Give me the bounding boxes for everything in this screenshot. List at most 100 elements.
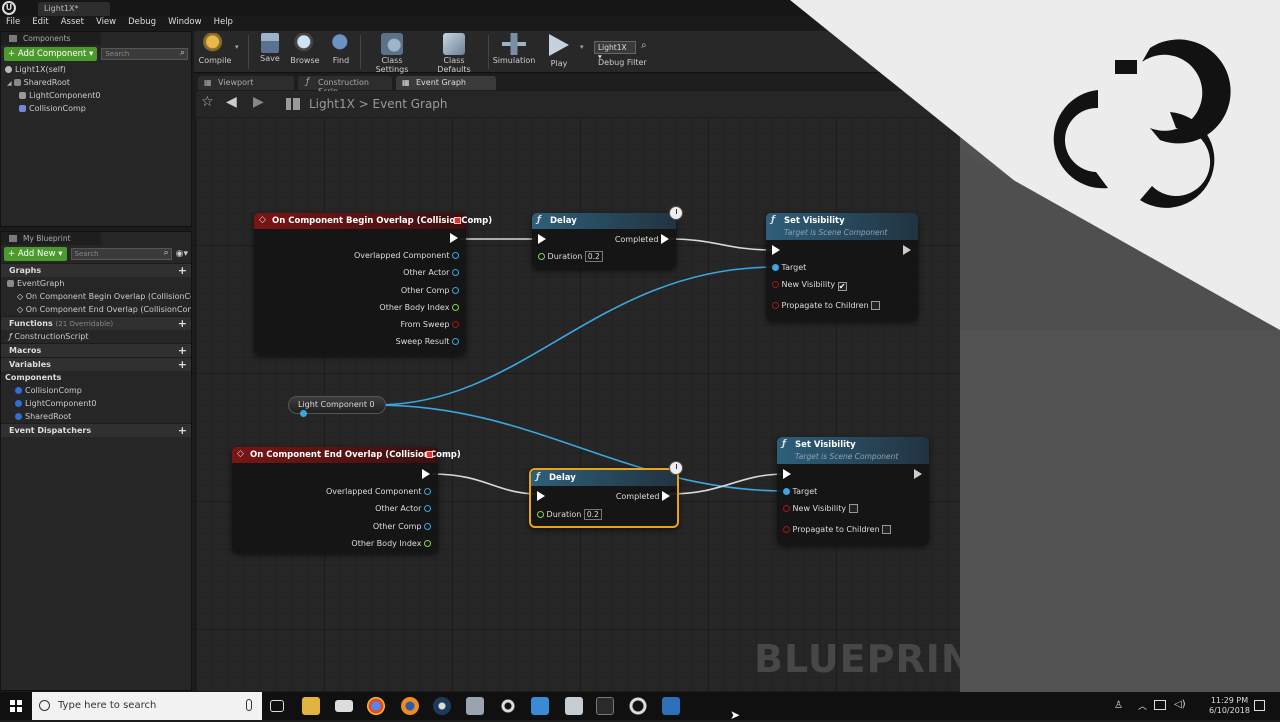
graph-event-item[interactable]: ◇ On Component Begin Overlap (CollisionC… xyxy=(1,290,191,303)
class-settings-button[interactable]: Class Settings xyxy=(364,33,420,74)
task-view-icon[interactable] xyxy=(270,700,284,712)
menu-window[interactable]: Window xyxy=(168,17,202,27)
simulation-button[interactable]: Simulation xyxy=(492,33,536,65)
document-tab[interactable]: Light1X* xyxy=(38,2,110,16)
component-item-collision[interactable]: CollisionComp xyxy=(1,102,191,115)
set-visibility-header[interactable]: ƒ Set Visibility xyxy=(777,437,929,453)
duration-pin[interactable]: Duration 0.2 xyxy=(537,509,602,520)
exec-out-pin[interactable] xyxy=(895,245,911,257)
blueprint-search-input[interactable]: Search ⌕ xyxy=(70,248,172,260)
menu-view[interactable]: View xyxy=(95,17,117,27)
object-wire[interactable] xyxy=(375,404,787,492)
steam-icon[interactable] xyxy=(433,697,451,715)
new-visibility-checkbox[interactable] xyxy=(848,504,858,513)
blender-icon[interactable] xyxy=(401,697,419,715)
breadcrumb-current[interactable]: Event Graph xyxy=(372,97,448,111)
event-output-delegate-icon[interactable] xyxy=(426,451,433,458)
delay-node-2[interactable]: ƒ Delay Completed Duration 0.2 xyxy=(529,468,679,528)
settings-gear-icon[interactable] xyxy=(499,697,517,715)
compile-options-icon[interactable]: ▾ xyxy=(235,43,239,51)
taskbar-search-input[interactable]: Type here to search xyxy=(32,692,262,720)
duration-value-input[interactable]: 0.2 xyxy=(583,509,602,520)
find-button[interactable]: Find xyxy=(326,33,356,65)
event-graph-item[interactable]: EventGraph xyxy=(1,277,191,290)
pin-other-body-index[interactable]: Other Body Index xyxy=(351,539,431,548)
play-button[interactable]: Play xyxy=(540,33,578,68)
new-visibility-checkbox[interactable]: ✔ xyxy=(837,282,847,291)
propagate-checkbox[interactable] xyxy=(882,525,892,534)
add-variable-icon[interactable]: + xyxy=(177,358,187,371)
pin-other-comp[interactable]: Other Comp xyxy=(401,286,459,295)
set-visibility-header[interactable]: ƒ Set Visibility xyxy=(766,213,918,229)
pin-overlapped-component[interactable]: Overlapped Component xyxy=(326,487,431,496)
pin-other-body-index[interactable]: Other Body Index xyxy=(379,303,459,312)
breadcrumb-root[interactable]: Light1X xyxy=(309,97,355,111)
event-output-delegate-icon[interactable] xyxy=(454,217,461,224)
delay-header[interactable]: ƒ Delay xyxy=(531,470,677,486)
event-graph-canvas[interactable]: ◇ On Component Begin Overlap (CollisionC… xyxy=(196,117,960,691)
exec-wire[interactable] xyxy=(431,473,540,495)
tab-viewport[interactable]: ▦Viewport xyxy=(198,76,294,90)
back-arrow-icon[interactable]: ◀ xyxy=(226,94,237,110)
variable-item[interactable]: SharedRoot xyxy=(1,410,191,423)
file-explorer-icon[interactable] xyxy=(302,697,320,715)
new-visibility-pin[interactable]: New Visibility ✔ xyxy=(772,280,847,291)
component-item-light[interactable]: LightComponent0 xyxy=(1,89,191,102)
debug-search-icon[interactable]: ⌕ xyxy=(641,40,647,51)
pin-other-actor[interactable]: Other Actor xyxy=(375,504,431,513)
component-item-sharedroot[interactable]: ◢SharedRoot xyxy=(1,76,191,89)
set-visibility-node-2[interactable]: ƒ Set Visibility Target is Scene Compone… xyxy=(777,437,929,545)
epic-games-icon[interactable] xyxy=(596,697,614,715)
class-defaults-button[interactable]: Class Defaults xyxy=(426,33,482,74)
graph-event-item[interactable]: ◇ On Component End Overlap (CollisionCom… xyxy=(1,303,191,316)
end-overlap-header[interactable]: ◇ On Component End Overlap (CollisionCom… xyxy=(232,447,461,463)
people-icon[interactable]: ♙ xyxy=(1114,700,1123,711)
debug-object-select[interactable]: Light1X ▾ xyxy=(594,41,636,61)
set-visibility-node-1[interactable]: ƒ Set Visibility Target is Scene Compone… xyxy=(766,213,918,321)
add-macro-icon[interactable]: + xyxy=(177,344,187,357)
light-component-variable-node[interactable]: Light Component 0 xyxy=(288,396,386,417)
components-search-input[interactable]: Search ⌕ xyxy=(101,48,188,60)
menu-edit[interactable]: Edit xyxy=(32,17,49,27)
components-tab[interactable]: Components xyxy=(1,32,101,45)
menu-file[interactable]: File xyxy=(6,17,21,27)
eye-icon[interactable]: ◉▾ xyxy=(175,249,188,259)
exec-wire[interactable] xyxy=(669,238,775,251)
exec-in-pin[interactable] xyxy=(538,234,546,244)
browse-button[interactable]: Browse xyxy=(288,33,322,65)
menu-debug[interactable]: Debug xyxy=(128,17,157,27)
delay-node-1[interactable]: ƒ Delay Completed Duration 0.2 xyxy=(532,213,676,269)
exec-out-pin[interactable] xyxy=(914,469,922,481)
add-graph-icon[interactable]: + xyxy=(177,264,187,277)
exec-out-pin[interactable] xyxy=(422,469,430,479)
pin-overlapped-component[interactable]: Overlapped Component xyxy=(354,251,459,260)
start-button[interactable] xyxy=(0,692,32,720)
duration-value-input[interactable]: 0.2 xyxy=(584,251,603,262)
target-pin[interactable]: Target xyxy=(772,263,806,272)
completed-pin[interactable]: Completed xyxy=(616,491,670,501)
end-overlap-node[interactable]: ◇ On Component End Overlap (CollisionCom… xyxy=(232,447,461,553)
variables-section[interactable]: Variables + xyxy=(1,357,191,371)
unreal-logo-icon[interactable]: U xyxy=(2,1,16,15)
compile-button[interactable]: Compile xyxy=(198,33,232,65)
mail-icon[interactable] xyxy=(335,700,353,712)
discord-icon[interactable] xyxy=(565,697,583,715)
macros-section[interactable]: Macros + xyxy=(1,343,191,357)
add-dispatcher-icon[interactable]: + xyxy=(177,424,187,437)
exec-in-pin[interactable] xyxy=(772,245,780,255)
object-wire[interactable] xyxy=(375,266,777,406)
taskbar-clock[interactable]: 11:29 PM 6/10/2018 xyxy=(1209,696,1250,716)
network-icon[interactable] xyxy=(1154,700,1166,710)
add-new-button[interactable]: + Add New ▾ xyxy=(4,247,67,261)
target-pin[interactable]: Target xyxy=(783,487,817,496)
microphone-icon[interactable] xyxy=(246,699,252,711)
add-component-button[interactable]: + Add Component ▾ xyxy=(4,47,98,61)
play-options-icon[interactable]: ▾ xyxy=(580,43,584,51)
exec-out-pin[interactable] xyxy=(450,233,458,243)
pin-sweep-result[interactable]: Sweep Result xyxy=(396,337,459,346)
duration-pin[interactable]: Duration 0.2 xyxy=(538,251,603,262)
construction-script-item[interactable]: ƒ ConstructionScript xyxy=(1,330,191,343)
propagate-pin[interactable]: Propagate to Children xyxy=(783,525,892,534)
exec-in-pin[interactable] xyxy=(537,491,545,501)
